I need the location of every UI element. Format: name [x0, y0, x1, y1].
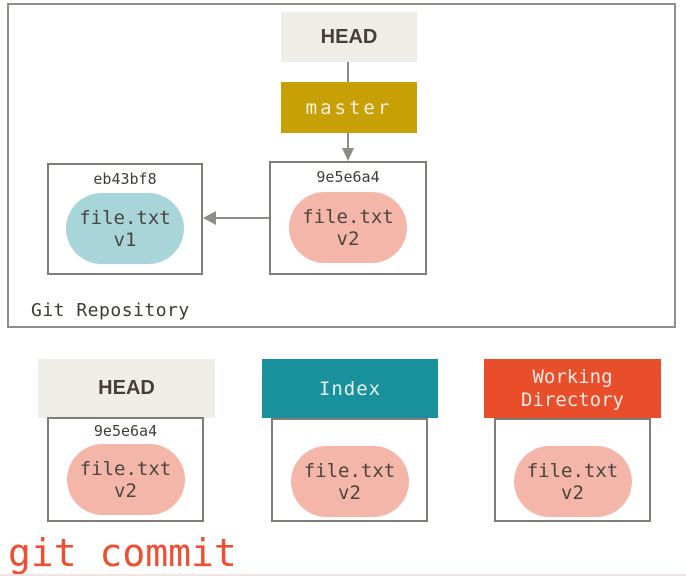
- master-branch-box: master: [281, 82, 417, 133]
- index-area-box: file.txt v2: [271, 418, 428, 522]
- file-name-label: file.txt: [302, 205, 394, 228]
- head-area-box: 9e5e6a4 file.txt v2: [47, 417, 204, 522]
- file-name-label: file.txt: [526, 459, 619, 482]
- master-to-commit-arrow-line: [347, 133, 349, 149]
- git-repository-label: Git Repository: [31, 300, 190, 321]
- file-blob-v2: file.txt v2: [290, 446, 409, 517]
- commit-box-eb43bf8: eb43bf8 file.txt v1: [47, 163, 203, 275]
- commit-box-9e5e6a4: 9e5e6a4 file.txt v2: [269, 161, 427, 275]
- file-blob-v2: file.txt v2: [66, 444, 185, 515]
- index-area-header: Index: [262, 359, 438, 418]
- file-blob-v2: file.txt v2: [513, 446, 632, 517]
- commit-parent-arrowhead-icon: [203, 211, 216, 225]
- file-name-label: file.txt: [303, 459, 396, 482]
- file-version-label: v2: [338, 481, 361, 504]
- commit-parent-arrow-line: [214, 217, 269, 219]
- head-area-header: HEAD: [38, 359, 215, 418]
- commit-hash-label: 9e5e6a4: [316, 168, 380, 186]
- head-to-master-connector: [347, 62, 349, 82]
- git-command-caption: git commit: [8, 531, 237, 575]
- working-directory-area-header: Working Directory: [484, 359, 661, 418]
- file-blob-v1: file.txt v1: [66, 193, 184, 264]
- working-directory-area-box: file.txt v2: [494, 418, 651, 522]
- head-ref-box: HEAD: [281, 12, 417, 62]
- file-name-label: file.txt: [79, 457, 172, 480]
- commit-hash-label: 9e5e6a4: [93, 422, 158, 440]
- file-name-label: file.txt: [79, 206, 171, 229]
- file-version-label: v2: [336, 227, 360, 250]
- file-blob-v2: file.txt v2: [289, 192, 407, 263]
- file-version-label: v2: [561, 481, 584, 504]
- master-to-commit-arrowhead-icon: [342, 148, 354, 161]
- commit-hash-label: eb43bf8: [93, 170, 157, 188]
- file-version-label: v1: [113, 228, 137, 251]
- footer-divider: [0, 574, 686, 576]
- file-version-label: v2: [114, 479, 137, 502]
